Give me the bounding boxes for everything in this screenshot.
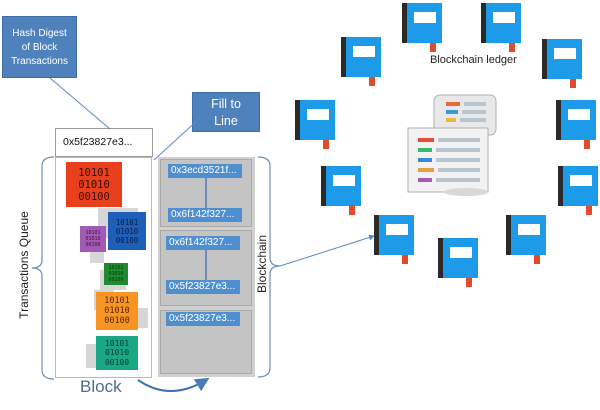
callout-line: Fill to [211,97,241,111]
block-to-chain-arrow [137,377,210,392]
callout-pointer [153,117,201,161]
block-hash-box: 0x5f23827e3... [55,128,153,157]
callout-line: Hash Digest [12,28,67,39]
block-label: Block [80,377,122,396]
book-icon [321,166,361,215]
chain-hash-label: 0x5f23827e3... [166,312,240,326]
book-icon [374,215,414,264]
fill-to-line-callout: Fill to Line [192,92,260,132]
book-icon [402,3,442,52]
queue-bracket [31,156,55,380]
callout-pointer [49,77,111,130]
book-icon [506,215,546,264]
chain-bracket [257,156,281,378]
hash-digest-callout: Hash Digest of Block Transactions [2,16,77,78]
callout-line: of Block [21,42,58,53]
book-icon [438,238,478,287]
book-icon [558,166,598,215]
block-frame [55,157,152,378]
ledger-label: Blockchain ledger [430,54,517,66]
book-icon [542,39,582,88]
chain-hash-label: 0x6f142f327... [166,236,240,250]
book-icon [295,100,335,149]
book-icon [341,37,381,86]
chain-to-node-line [279,234,375,267]
chain-hash-label: 0x3ecd3521f... [168,164,242,178]
book-icon [481,3,521,52]
book-icon [556,100,596,149]
callout-line: Line [214,114,238,128]
callout-line: Transactions [11,56,68,67]
ledger-scroll-icon [407,94,497,196]
chain-hash-label: 0x6f142f327... [168,208,242,222]
chain-hash-label: 0x5f23827e3... [166,280,240,294]
